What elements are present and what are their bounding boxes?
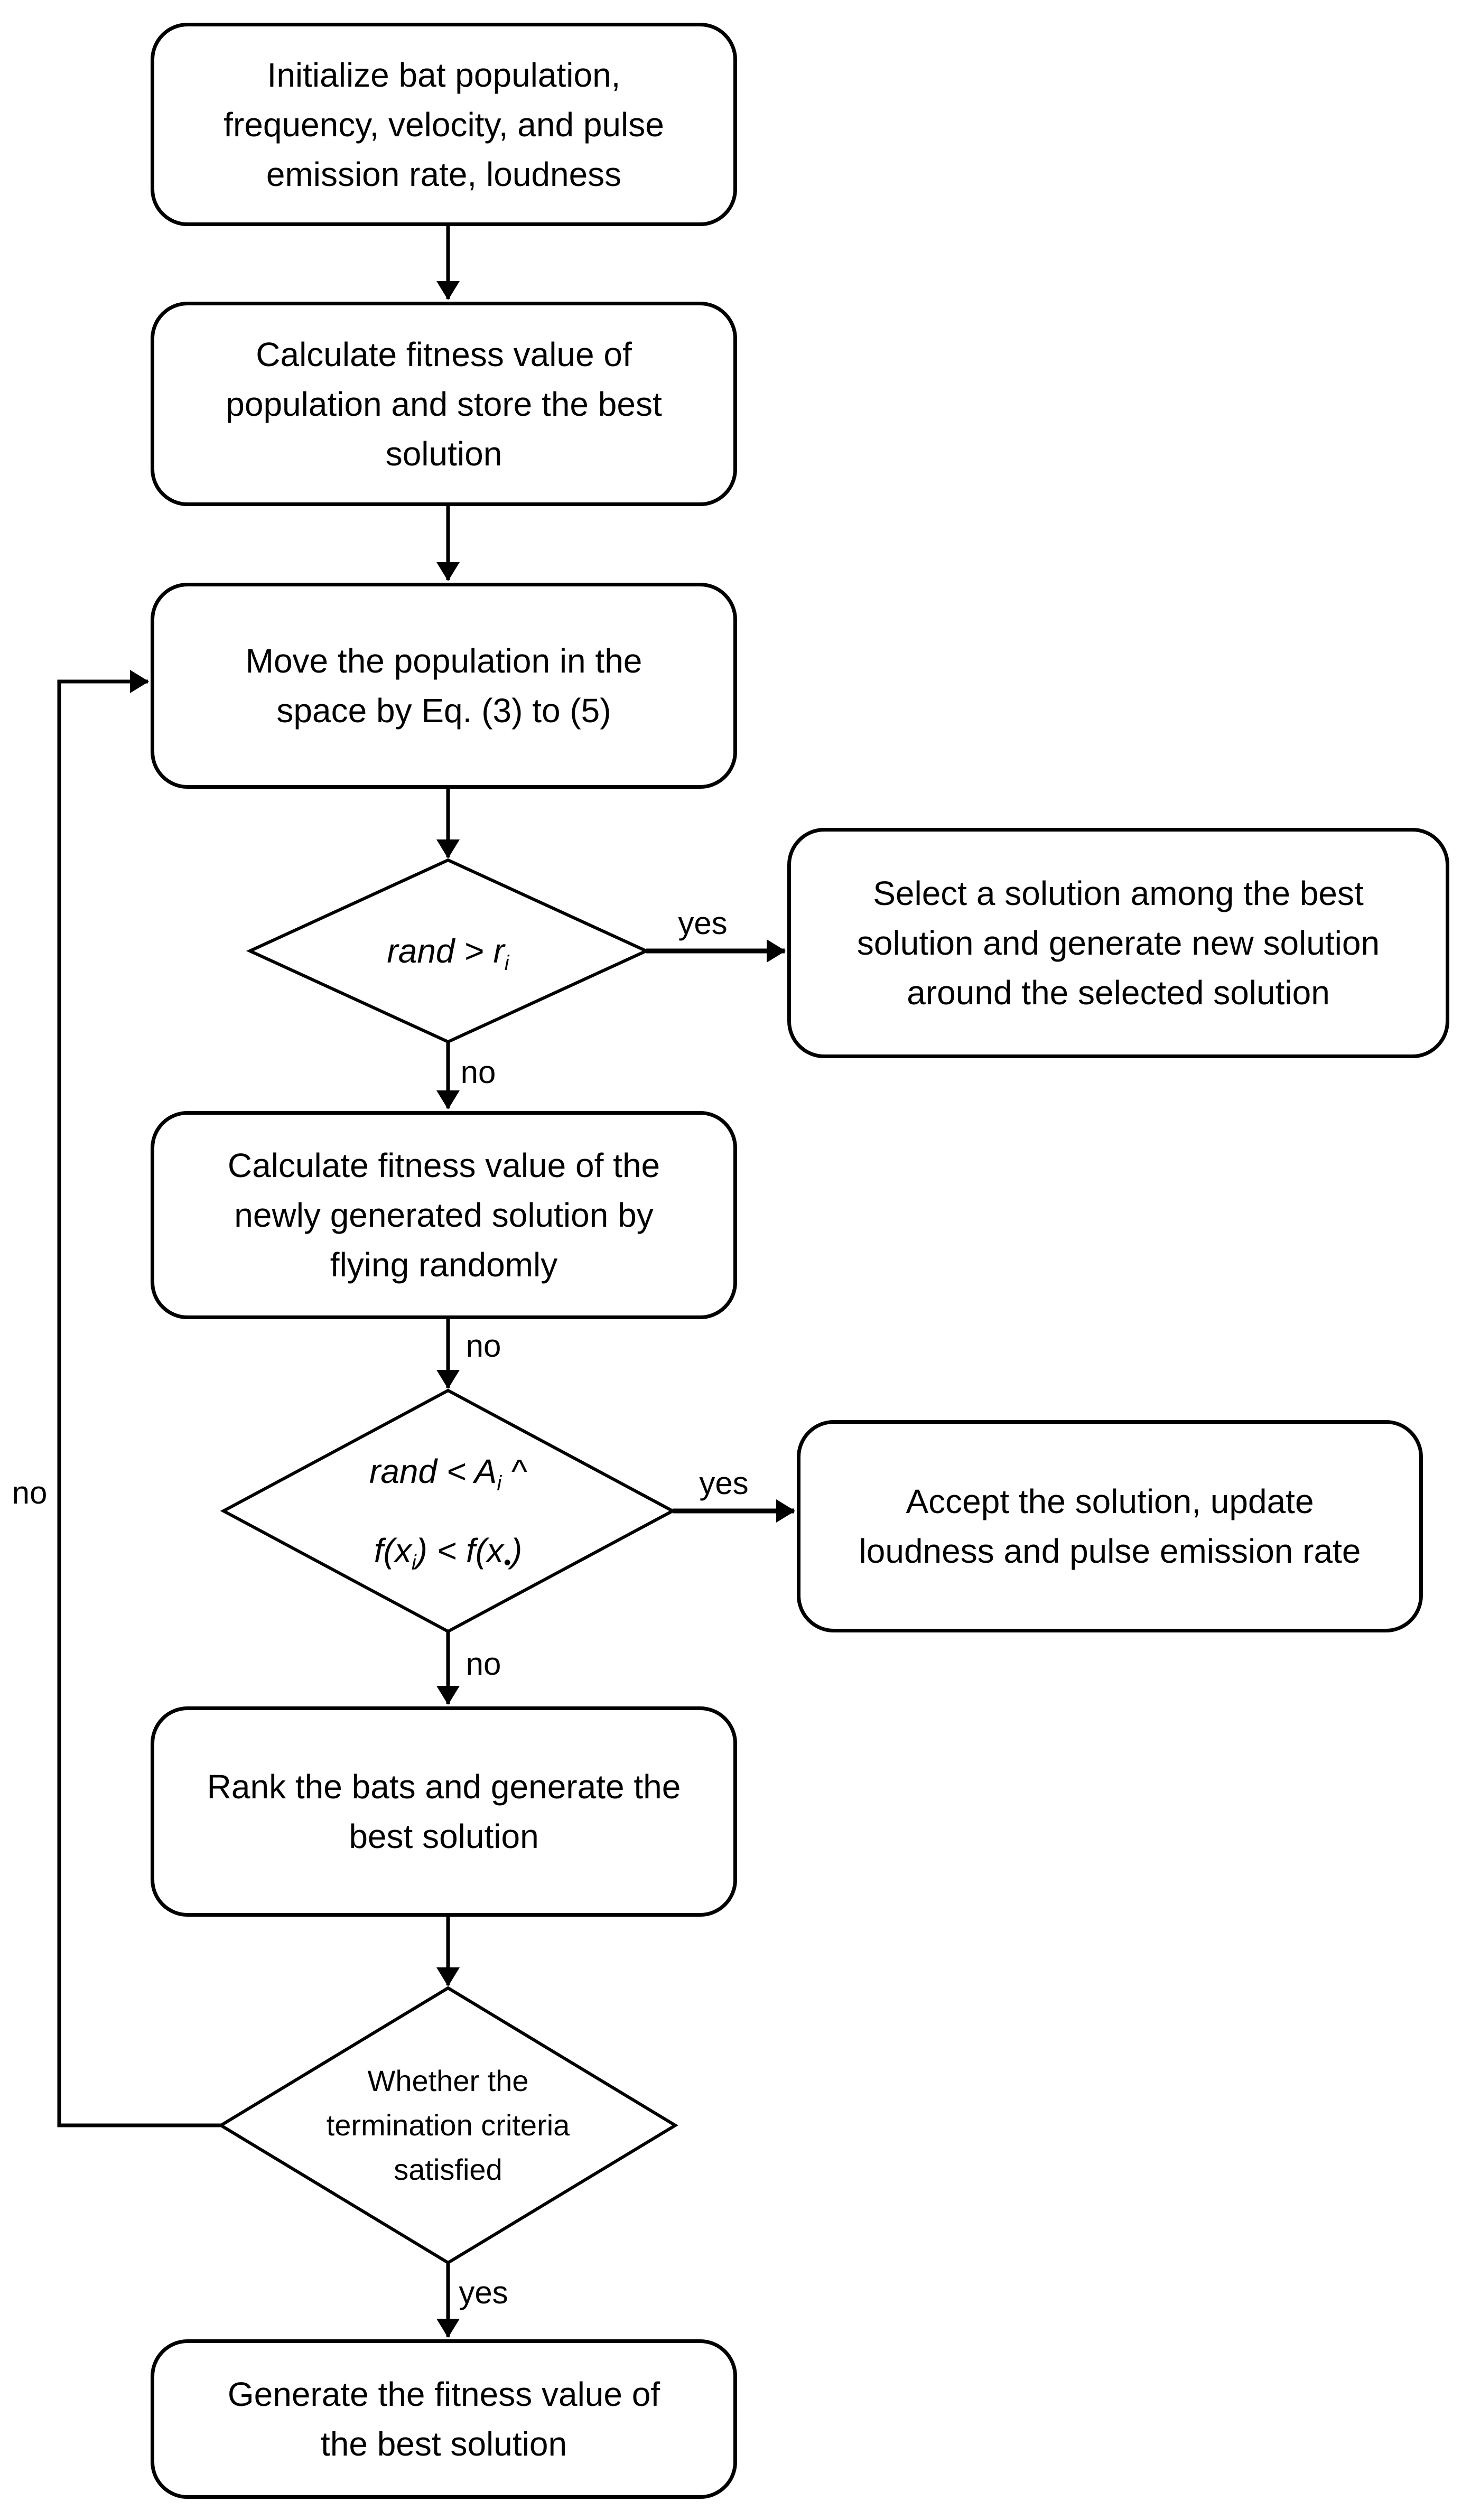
decision-loudness-label: rand < Ai ^ f(xi) < f(x•) — [369, 1452, 527, 1574]
node-rank-bats-text: Rank the bats and generate the best solu… — [207, 1768, 681, 1855]
node-calc-fitness: Calculate fitness value of population an… — [151, 302, 737, 506]
node-accept-solution: Accept the solution, update loudness and… — [797, 1420, 1423, 1632]
decision-termination-label: Whether the termination criteria satisfi… — [326, 2064, 570, 2186]
label-no-loop: no — [12, 1475, 48, 1510]
node-initialize: Initialize bat population, frequency, ve… — [151, 23, 737, 226]
node-move-population: Move the population in the space by Eq. … — [151, 583, 737, 789]
node-select-solution-text: Select a solution among the best solutio… — [856, 874, 1380, 1012]
label-yes-decision2: yes — [699, 1466, 749, 1501]
node-select-solution: Select a solution among the best solutio… — [787, 828, 1449, 1058]
decision-pulse-rate-shape — [246, 858, 650, 1044]
decision-pulse-rate-label: rand > ri — [387, 932, 509, 975]
node-rank-bats: Rank the bats and generate the best solu… — [151, 1706, 737, 1917]
decision-loudness-shape — [220, 1388, 676, 1634]
node-calc-new-fitness: Calculate fitness value of the newly gen… — [151, 1111, 737, 1319]
decision-termination-shape — [218, 1986, 678, 2265]
node-initialize-text: Initialize bat population, frequency, ve… — [224, 55, 664, 193]
label-yes-decision3: yes — [459, 2275, 508, 2310]
label-no-decision2: no — [465, 1646, 501, 1682]
node-calc-fitness-text: Calculate fitness value of population an… — [226, 335, 662, 473]
node-generate-fitness-text: Generate the fitness value of the best s… — [227, 2375, 660, 2463]
connector-loop-no — [57, 670, 224, 2127]
node-generate-fitness: Generate the fitness value of the best s… — [151, 2339, 737, 2499]
label-yes-decision1: yes — [678, 906, 728, 941]
node-accept-solution-text: Accept the solution, update loudness and… — [859, 1482, 1361, 1570]
node-calc-new-fitness-text: Calculate fitness value of the newly gen… — [227, 1146, 660, 1284]
label-no-before-decision2: no — [465, 1328, 501, 1364]
node-move-population-text: Move the population in the space by Eq. … — [245, 642, 643, 730]
label-no-decision1: no — [460, 1054, 496, 1090]
